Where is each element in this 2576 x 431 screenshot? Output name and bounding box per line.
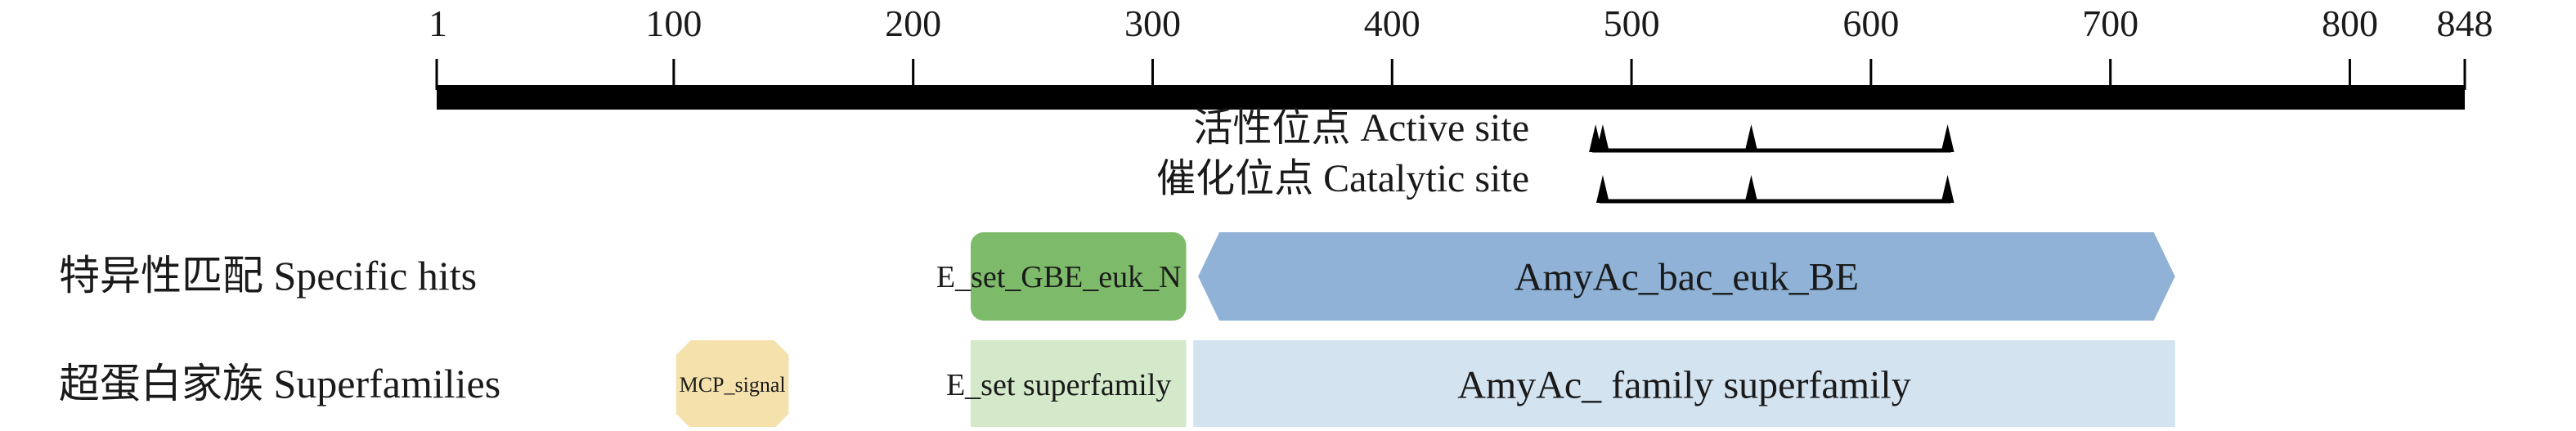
track-label: 超蛋白家族 Superfamilies: [59, 361, 500, 406]
site-marker: [1941, 124, 1954, 152]
ruler-bar: [437, 85, 2465, 110]
ruler-tick-label: 848: [2437, 2, 2493, 44]
site-marker: [1744, 175, 1758, 203]
domain-shape: [970, 340, 1187, 429]
ruler-tick-label: 600: [1842, 2, 1899, 44]
ruler-tick-label: 1: [429, 2, 447, 44]
domain-shape: [1193, 340, 2175, 429]
ruler-tick-label: 200: [885, 2, 941, 44]
domain-label: AmyAc_ family superfamily: [1457, 363, 1911, 406]
site-track-label: 活性位点 Active site: [1193, 106, 1529, 150]
domain-label: AmyAc_bac_euk_BE: [1515, 255, 1859, 299]
domain-label: E_set_GBE_euk_N: [936, 260, 1182, 294]
ruler-tick-label: 400: [1364, 2, 1420, 44]
domain-label: MCP_signal: [680, 373, 786, 397]
track-label: 特异性匹配 Specific hits: [59, 253, 477, 299]
ruler-tick-label: 700: [2082, 2, 2138, 44]
site-marker: [1595, 175, 1609, 203]
site-marker: [1941, 175, 1954, 203]
site-marker: [1595, 124, 1609, 152]
ruler-tick-label: 100: [645, 2, 702, 44]
site-track-label: 催化位点 Catalytic site: [1156, 157, 1529, 200]
domain-shape: [970, 232, 1187, 321]
site-marker: [1744, 124, 1758, 152]
domain-label: E_set superfamily: [946, 368, 1171, 402]
ruler-tick-label: 500: [1604, 2, 1660, 44]
domain-shape: [1198, 232, 2175, 321]
domain-shape: [675, 340, 789, 429]
ruler-tick-label: 800: [2322, 2, 2378, 44]
ruler-tick-label: 300: [1124, 2, 1181, 44]
